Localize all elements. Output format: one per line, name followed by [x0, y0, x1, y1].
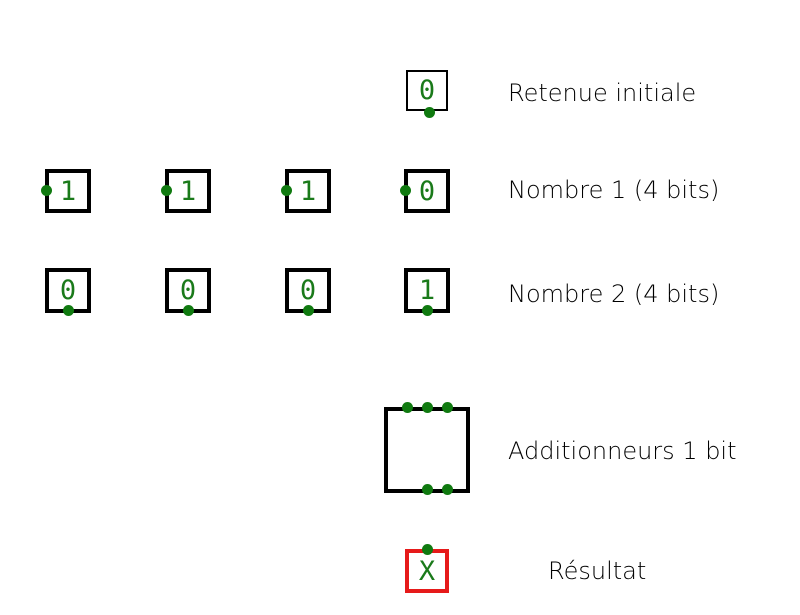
adder-output-carry-connector[interactable]	[442, 484, 453, 495]
number2-bit-1-value: 0	[299, 275, 317, 306]
number1-bit-1-connector[interactable]	[281, 185, 292, 196]
carry-in-value: 0	[418, 75, 436, 106]
carry-in-label: Retenue initiale	[508, 79, 697, 107]
number1-bit-3-connector[interactable]	[41, 185, 52, 196]
adder-input-b-connector[interactable]	[442, 402, 453, 413]
number1-bit-3[interactable]: 1	[41, 169, 91, 213]
number2-bit-3-value: 0	[59, 275, 77, 306]
adder-input-a-connector[interactable]	[422, 402, 433, 413]
one-bit-adder[interactable]	[384, 402, 470, 495]
result-box[interactable]: X	[405, 544, 449, 593]
number2-bit-3-connector[interactable]	[63, 305, 74, 316]
number1-label: Nombre 1 (4 bits)	[508, 176, 720, 204]
number2-bit-1-connector[interactable]	[303, 305, 314, 316]
number1-bit-1[interactable]: 1	[281, 169, 331, 213]
carry-in-box[interactable]: 0	[406, 70, 448, 118]
adder-output-sum-connector[interactable]	[422, 484, 433, 495]
number1-bit-1-value: 1	[299, 175, 317, 207]
number1-bit-2-connector[interactable]	[161, 185, 172, 196]
number1-bit-0[interactable]: 0	[400, 169, 450, 213]
number2-bit-0[interactable]: 1	[404, 268, 450, 316]
carry-in-output-connector[interactable]	[424, 107, 435, 118]
number2-bit-0-value: 1	[418, 275, 436, 306]
number2-bit-2[interactable]: 0	[165, 268, 211, 316]
result-input-connector[interactable]	[422, 544, 433, 555]
result-value: X	[418, 555, 436, 587]
number1-bit-3-value: 1	[59, 175, 77, 207]
adder-input-carry-connector[interactable]	[402, 402, 413, 413]
number2-bit-1[interactable]: 0	[285, 268, 331, 316]
adder-label: Additionneurs 1 bit	[508, 437, 737, 465]
number1-bit-0-connector[interactable]	[400, 185, 411, 196]
result-label: Résultat	[548, 557, 647, 585]
number1-bit-2-value: 1	[179, 175, 197, 207]
number2-label: Nombre 2 (4 bits)	[508, 280, 720, 308]
number1-bit-2[interactable]: 1	[161, 169, 211, 213]
number2-bit-2-connector[interactable]	[183, 305, 194, 316]
number2-bit-2-value: 0	[179, 275, 197, 306]
number1-bit-0-value: 0	[418, 175, 436, 207]
number2-bit-0-connector[interactable]	[422, 305, 433, 316]
number2-bit-3[interactable]: 0	[45, 268, 91, 316]
